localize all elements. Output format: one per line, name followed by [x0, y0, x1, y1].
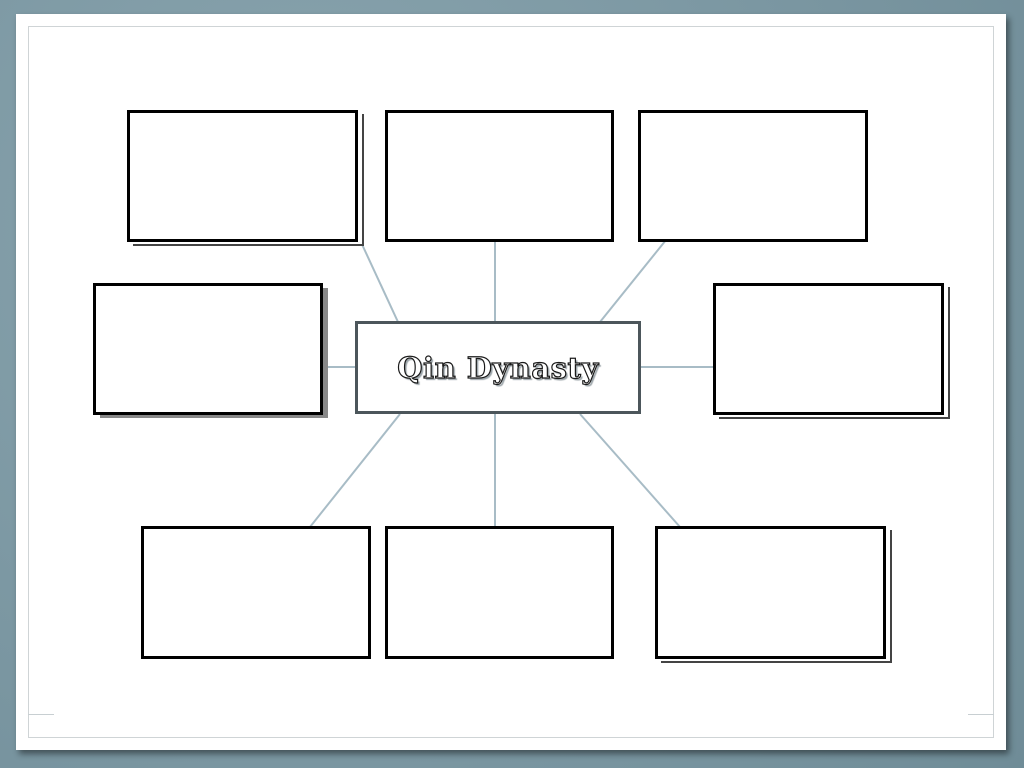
slide-frame — [28, 26, 994, 738]
outer-box-middle-left[interactable] — [93, 283, 323, 415]
connector-top-right — [599, 239, 667, 323]
outer-box-top-left[interactable] — [127, 110, 358, 242]
outer-box-top-right[interactable] — [638, 110, 868, 242]
outer-box-bottom-left[interactable] — [141, 526, 371, 659]
outer-box-middle-right[interactable] — [713, 283, 944, 415]
corner-line-right — [968, 714, 994, 715]
corner-line-left — [28, 714, 54, 715]
center-title: Qin Dynasty — [397, 350, 599, 385]
outer-box-bottom-center[interactable] — [385, 526, 614, 659]
connector-bottom-right — [579, 413, 681, 528]
center-node[interactable]: Qin Dynasty — [355, 321, 641, 414]
outer-box-top-center[interactable] — [385, 110, 614, 242]
connector-bottom-left — [309, 413, 401, 528]
outer-box-bottom-right[interactable] — [655, 526, 886, 659]
connector-top-left — [359, 239, 399, 323]
